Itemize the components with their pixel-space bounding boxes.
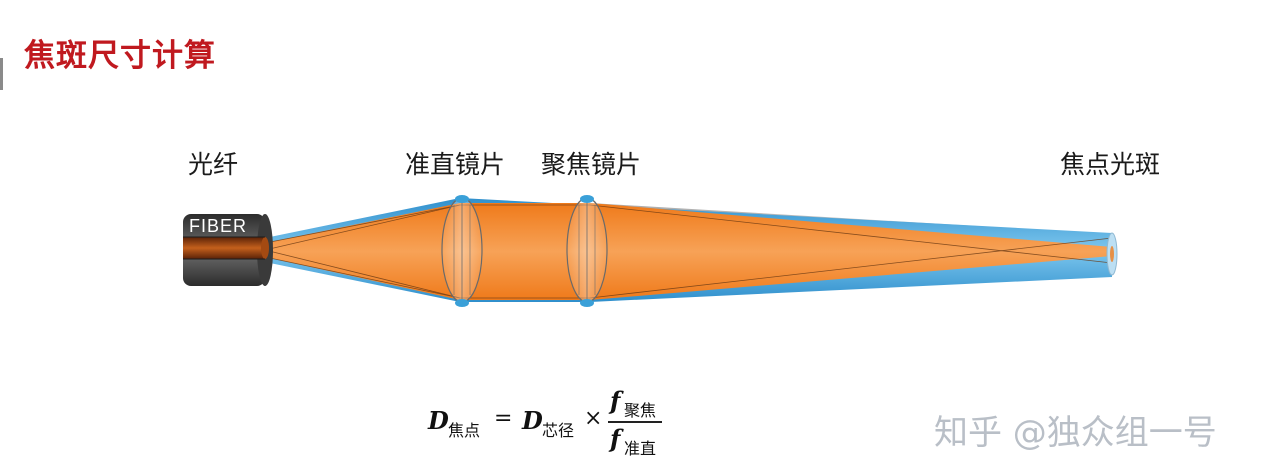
focal-spot-marker <box>1106 232 1118 276</box>
slide-title: 焦斑尺寸计算 <box>24 38 216 74</box>
collimator-lens <box>441 195 483 307</box>
fiber-connector-label: FIBER <box>189 216 248 236</box>
focusing-lens <box>566 195 608 307</box>
formula-times: × <box>584 406 603 431</box>
formula-sub-collim: 准直 <box>624 439 657 458</box>
formula-f-denominator: f <box>610 424 621 453</box>
formula-f-numerator: f <box>610 386 621 415</box>
formula-fraction-bar <box>608 421 662 423</box>
label-focal-spot: 焦点光斑 <box>1060 150 1161 179</box>
label-fiber: 光纤 <box>188 150 239 179</box>
slide-edge-marker <box>0 58 3 90</box>
formula-sub-spot: 焦点 <box>448 421 481 440</box>
watermark: 知乎 @独众组一号 <box>934 413 1217 453</box>
label-focusing-lens: 聚焦镜片 <box>541 150 642 179</box>
ray-lines <box>264 204 1113 299</box>
formula-d-core: D <box>522 406 543 435</box>
formula-equals: = <box>494 406 513 431</box>
fiber-connector <box>183 214 273 286</box>
formula-d-spot: D <box>428 406 449 435</box>
formula-sub-focus: 聚焦 <box>624 401 657 420</box>
label-collimator-lens: 准直镜片 <box>405 150 506 179</box>
formula-sub-core: 芯径 <box>542 421 575 440</box>
